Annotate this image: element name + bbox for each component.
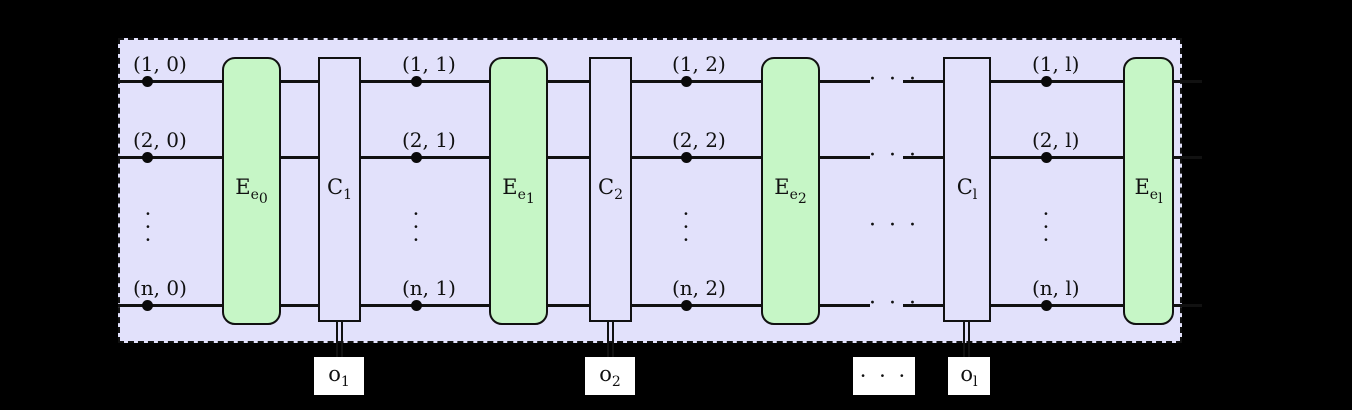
wire-row-2-seg-d (546, 156, 590, 159)
wire-row-1-seg-f (818, 80, 870, 83)
output-ellipsis-label: · · · (859, 364, 909, 388)
wire-label-1-l: (1, l) (1032, 52, 1080, 76)
wire-row-2-seg-c (360, 156, 489, 159)
output-o1-label: o1 (328, 361, 350, 391)
node-2-2 (681, 152, 692, 163)
wire-label-2-0: (2, 0) (133, 128, 187, 152)
gate-El-label: Eel (1134, 174, 1163, 207)
gate-C2-label: C2 (598, 174, 623, 204)
gate-E0-label: Ee0 (235, 174, 268, 207)
node-n-0 (142, 300, 153, 311)
gate-C1-label: C1 (327, 174, 352, 204)
wire-row-2-seg-a (118, 156, 224, 159)
node-1-0 (142, 76, 153, 87)
wire-row-n-seg-i (1172, 304, 1202, 307)
wire-row-2-seg-f (818, 156, 870, 159)
gate-C1[interactable]: C1 (318, 57, 361, 322)
wire-row-n-seg-f (818, 304, 870, 307)
wire-row-1-seg-h (990, 80, 1124, 83)
node-1-2 (681, 76, 692, 87)
wire-label-2-1: (2, 1) (402, 128, 456, 152)
horizontal-ellipsis-row-1: · · · (869, 67, 919, 92)
wire-row-n-seg-g (903, 304, 944, 307)
node-2-0 (142, 152, 153, 163)
output-box-ellipsis: · · · (853, 357, 915, 395)
output-box-o1[interactable]: o1 (314, 357, 364, 395)
classical-line-o2 (607, 320, 614, 362)
output-o2-label: o2 (599, 361, 621, 391)
wire-label-n-2: (n, 2) (672, 276, 726, 300)
classical-line-o1 (336, 320, 343, 362)
vertical-ellipsis-col-0: ··· (144, 202, 152, 253)
node-2-l (1041, 152, 1052, 163)
vertical-ellipsis-col-l: ··· (1042, 202, 1050, 253)
vertical-ellipsis-col-1: ··· (412, 202, 420, 253)
gate-El[interactable]: Eel (1123, 57, 1174, 325)
wire-label-1-2: (1, 2) (672, 52, 726, 76)
wire-label-1-1: (1, 1) (402, 52, 456, 76)
vertical-ellipsis-col-2: ··· (682, 202, 690, 253)
classical-line-ol (963, 320, 970, 362)
wire-row-n-seg-c (360, 304, 489, 307)
wire-row-1-seg-g (903, 80, 944, 83)
wire-row-2-seg-e (631, 156, 762, 159)
wire-row-n-seg-h (990, 304, 1124, 307)
gate-E0[interactable]: Ee0 (222, 57, 281, 325)
wire-row-n-seg-a (118, 304, 224, 307)
wire-row-1-seg-c (360, 80, 489, 83)
wire-row-n-seg-b (279, 304, 319, 307)
wire-row-2-seg-b (279, 156, 319, 159)
output-box-o2[interactable]: o2 (585, 357, 635, 395)
node-2-1 (411, 152, 422, 163)
circuit-container (118, 38, 1182, 343)
wire-label-2-2: (2, 2) (672, 128, 726, 152)
gate-E2-label: Ee2 (774, 174, 807, 207)
output-ol-label: ol (960, 361, 978, 391)
wire-label-n-l: (n, l) (1032, 276, 1080, 300)
node-n-l (1041, 300, 1052, 311)
wire-label-1-0: (1, 0) (133, 52, 187, 76)
horizontal-ellipsis-row-2: · · · (869, 143, 919, 168)
wire-row-2-seg-i (1172, 156, 1202, 159)
horizontal-ellipsis-row-n: · · · (869, 291, 919, 316)
node-1-1 (411, 76, 422, 87)
gate-E2[interactable]: Ee2 (761, 57, 820, 325)
wire-row-2-seg-h (990, 156, 1124, 159)
gate-E1[interactable]: Ee1 (489, 57, 548, 325)
node-n-1 (411, 300, 422, 311)
wire-row-1-seg-i (1172, 80, 1202, 83)
wire-row-n-seg-e (631, 304, 762, 307)
wire-row-1-seg-a (118, 80, 224, 83)
wire-row-1-seg-b (279, 80, 319, 83)
gate-Cl[interactable]: Cl (943, 57, 991, 322)
gate-E1-label: Ee1 (502, 174, 535, 207)
wire-row-1-seg-e (631, 80, 762, 83)
node-1-l (1041, 76, 1052, 87)
horizontal-ellipsis-row-mid: · · · (869, 213, 919, 238)
gate-C2[interactable]: C2 (589, 57, 632, 322)
gate-Cl-label: Cl (956, 174, 978, 204)
output-box-ol[interactable]: ol (948, 357, 990, 395)
wire-row-2-seg-g (903, 156, 944, 159)
wire-label-n-0: (n, 0) (133, 276, 187, 300)
wire-label-2-l: (2, l) (1032, 128, 1080, 152)
node-n-2 (681, 300, 692, 311)
wire-label-n-1: (n, 1) (402, 276, 456, 300)
wire-row-1-seg-d (546, 80, 590, 83)
wire-row-n-seg-d (546, 304, 590, 307)
